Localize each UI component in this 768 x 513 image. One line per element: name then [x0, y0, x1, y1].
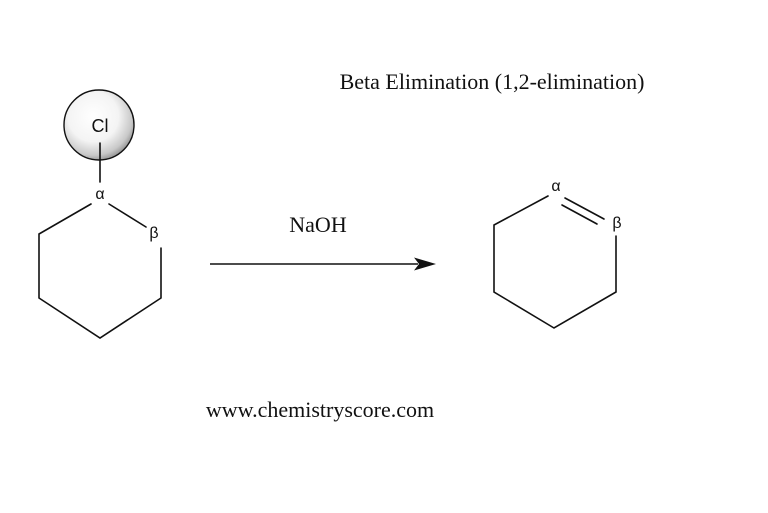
- chlorine-label: Cl: [92, 116, 109, 136]
- product-molecule: α β: [493, 178, 622, 329]
- product-ring: [493, 195, 617, 329]
- reactant-ring: [38, 203, 162, 339]
- leaving-group-highlight: [63, 89, 135, 161]
- reactant-alpha-label: α: [95, 186, 104, 203]
- reactant-beta-label: β: [149, 225, 158, 242]
- reagent-label: NaOH: [289, 212, 347, 237]
- double-bond-outer: [564, 197, 605, 220]
- double-bond-inner: [561, 204, 598, 225]
- reactant-molecule: Cl α β: [38, 89, 162, 339]
- product-beta-label: β: [612, 215, 621, 232]
- reaction-title: Beta Elimination (1,2-elimination): [340, 69, 645, 94]
- product-alpha-label: α: [551, 178, 560, 195]
- alpha-beta-bond: [108, 203, 147, 228]
- reaction-arrow: [210, 257, 436, 271]
- footer-url: www.chemistryscore.com: [206, 397, 434, 422]
